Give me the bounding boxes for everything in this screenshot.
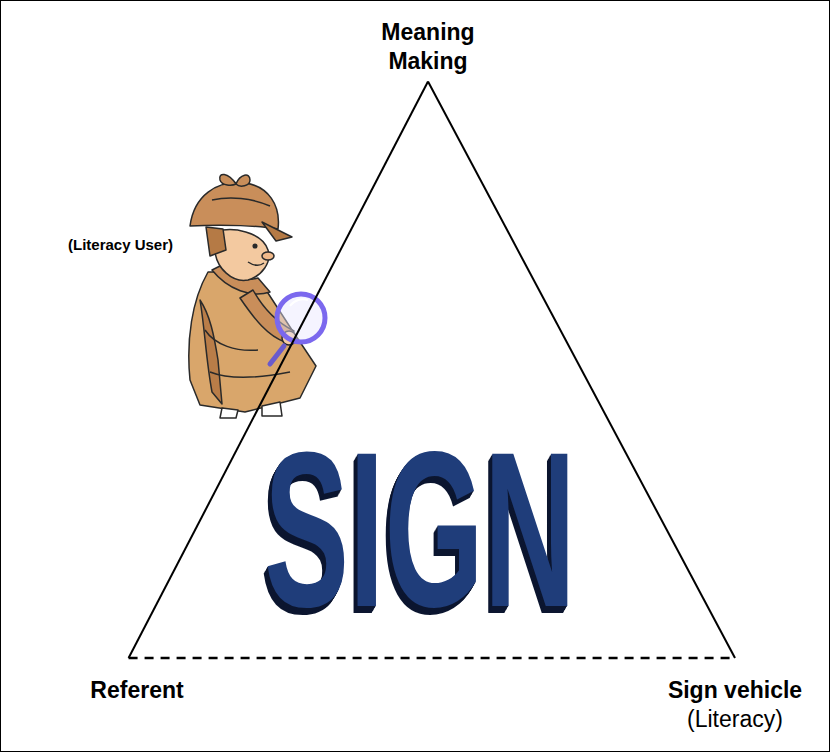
detective-illustration: [189, 174, 325, 418]
vertex-title: Sign vehicle: [668, 676, 802, 705]
vertex-label: Referent: [84, 658, 189, 709]
vertex-title: Meaning Making: [368, 18, 488, 76]
sign-word: SIGN: [264, 420, 576, 640]
actor-label: (Literacy User): [68, 236, 173, 253]
vertex-label: Sign vehicle(Literacy): [662, 658, 808, 738]
vertex-title: Referent: [90, 676, 183, 705]
vertex-label: Meaning Making: [362, 18, 494, 82]
dashed-side: [129, 657, 735, 660]
vertex-note: (Literacy): [668, 705, 802, 734]
